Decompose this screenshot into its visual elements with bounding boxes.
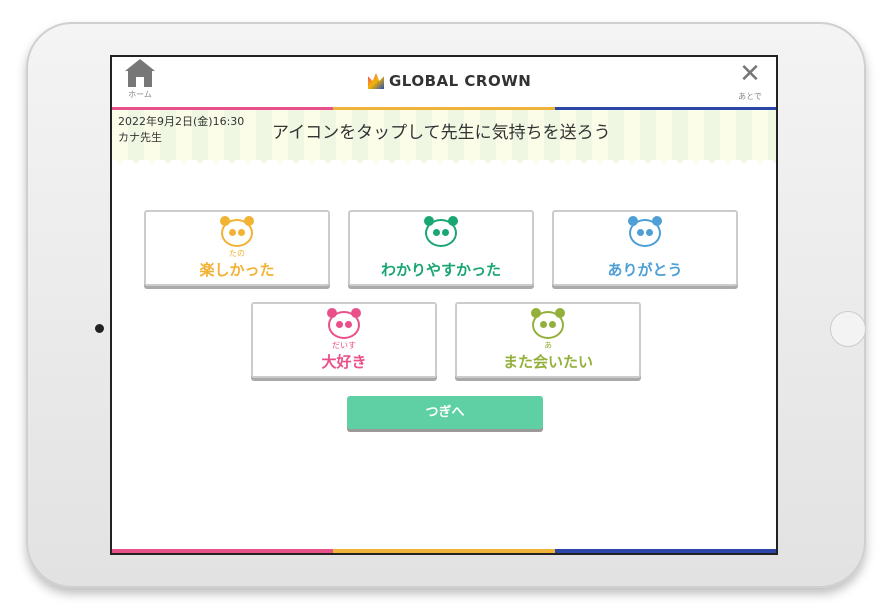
feeling-label: わかりやすかった xyxy=(380,261,501,279)
panda-icon xyxy=(327,308,361,339)
home-label: ホーム xyxy=(128,90,152,99)
device-home-button[interactable] xyxy=(830,311,866,347)
brand-logo: GLOBAL CROWN xyxy=(368,72,531,90)
teacher-name: カナ先生 xyxy=(118,131,162,144)
close-icon: ✕ xyxy=(739,59,761,89)
feeling-button[interactable]: ありがとう xyxy=(552,210,738,286)
top-bar: ホーム GLOBAL CROWN ✕ あとで xyxy=(112,57,776,107)
bottom-stripe xyxy=(112,549,776,553)
feeling-button[interactable]: あ また会いたい xyxy=(455,302,641,378)
color-stripe xyxy=(112,107,776,110)
camera xyxy=(95,324,104,333)
later-label: あとで xyxy=(738,92,762,101)
feeling-button[interactable]: わかりやすかった xyxy=(348,210,534,286)
home-icon xyxy=(125,59,155,87)
panda-icon xyxy=(531,308,565,339)
lesson-datetime: 2022年9月2日(金)16:30 xyxy=(118,115,245,128)
brand-name: GLOBAL CROWN xyxy=(389,72,532,90)
feeling-label: 大好き xyxy=(321,353,367,371)
prompt-text: アイコンをタップして先生に気持ちを送ろう xyxy=(272,123,611,143)
feeling-label: また会いたい xyxy=(502,353,593,371)
prompt-banner: 2022年9月2日(金)16:30 カナ先生 アイコンをタップして先生に気持ちを… xyxy=(112,110,776,168)
feeling-ruby: たの xyxy=(229,249,245,258)
next-button[interactable]: つぎへ xyxy=(347,396,543,429)
panda-icon xyxy=(220,216,254,247)
later-button[interactable]: ✕ あとで xyxy=(732,59,768,103)
feeling-button[interactable]: たの 楽しかった xyxy=(144,210,330,286)
feeling-button[interactable]: だいす 大好き xyxy=(251,302,437,378)
crown-icon xyxy=(368,73,384,89)
home-button[interactable]: ホーム xyxy=(120,59,160,101)
feeling-label: ありがとう xyxy=(607,261,683,279)
feeling-label: 楽しかった xyxy=(199,261,275,279)
panda-icon xyxy=(424,216,458,247)
app-screen: ホーム GLOBAL CROWN ✕ あとで 2022年9月2日(金)16:30… xyxy=(110,55,778,555)
lesson-info: 2022年9月2日(金)16:30 カナ先生 xyxy=(118,114,258,146)
feeling-ruby: だいす xyxy=(332,341,356,350)
feeling-ruby: あ xyxy=(544,341,552,350)
panda-icon xyxy=(628,216,662,247)
